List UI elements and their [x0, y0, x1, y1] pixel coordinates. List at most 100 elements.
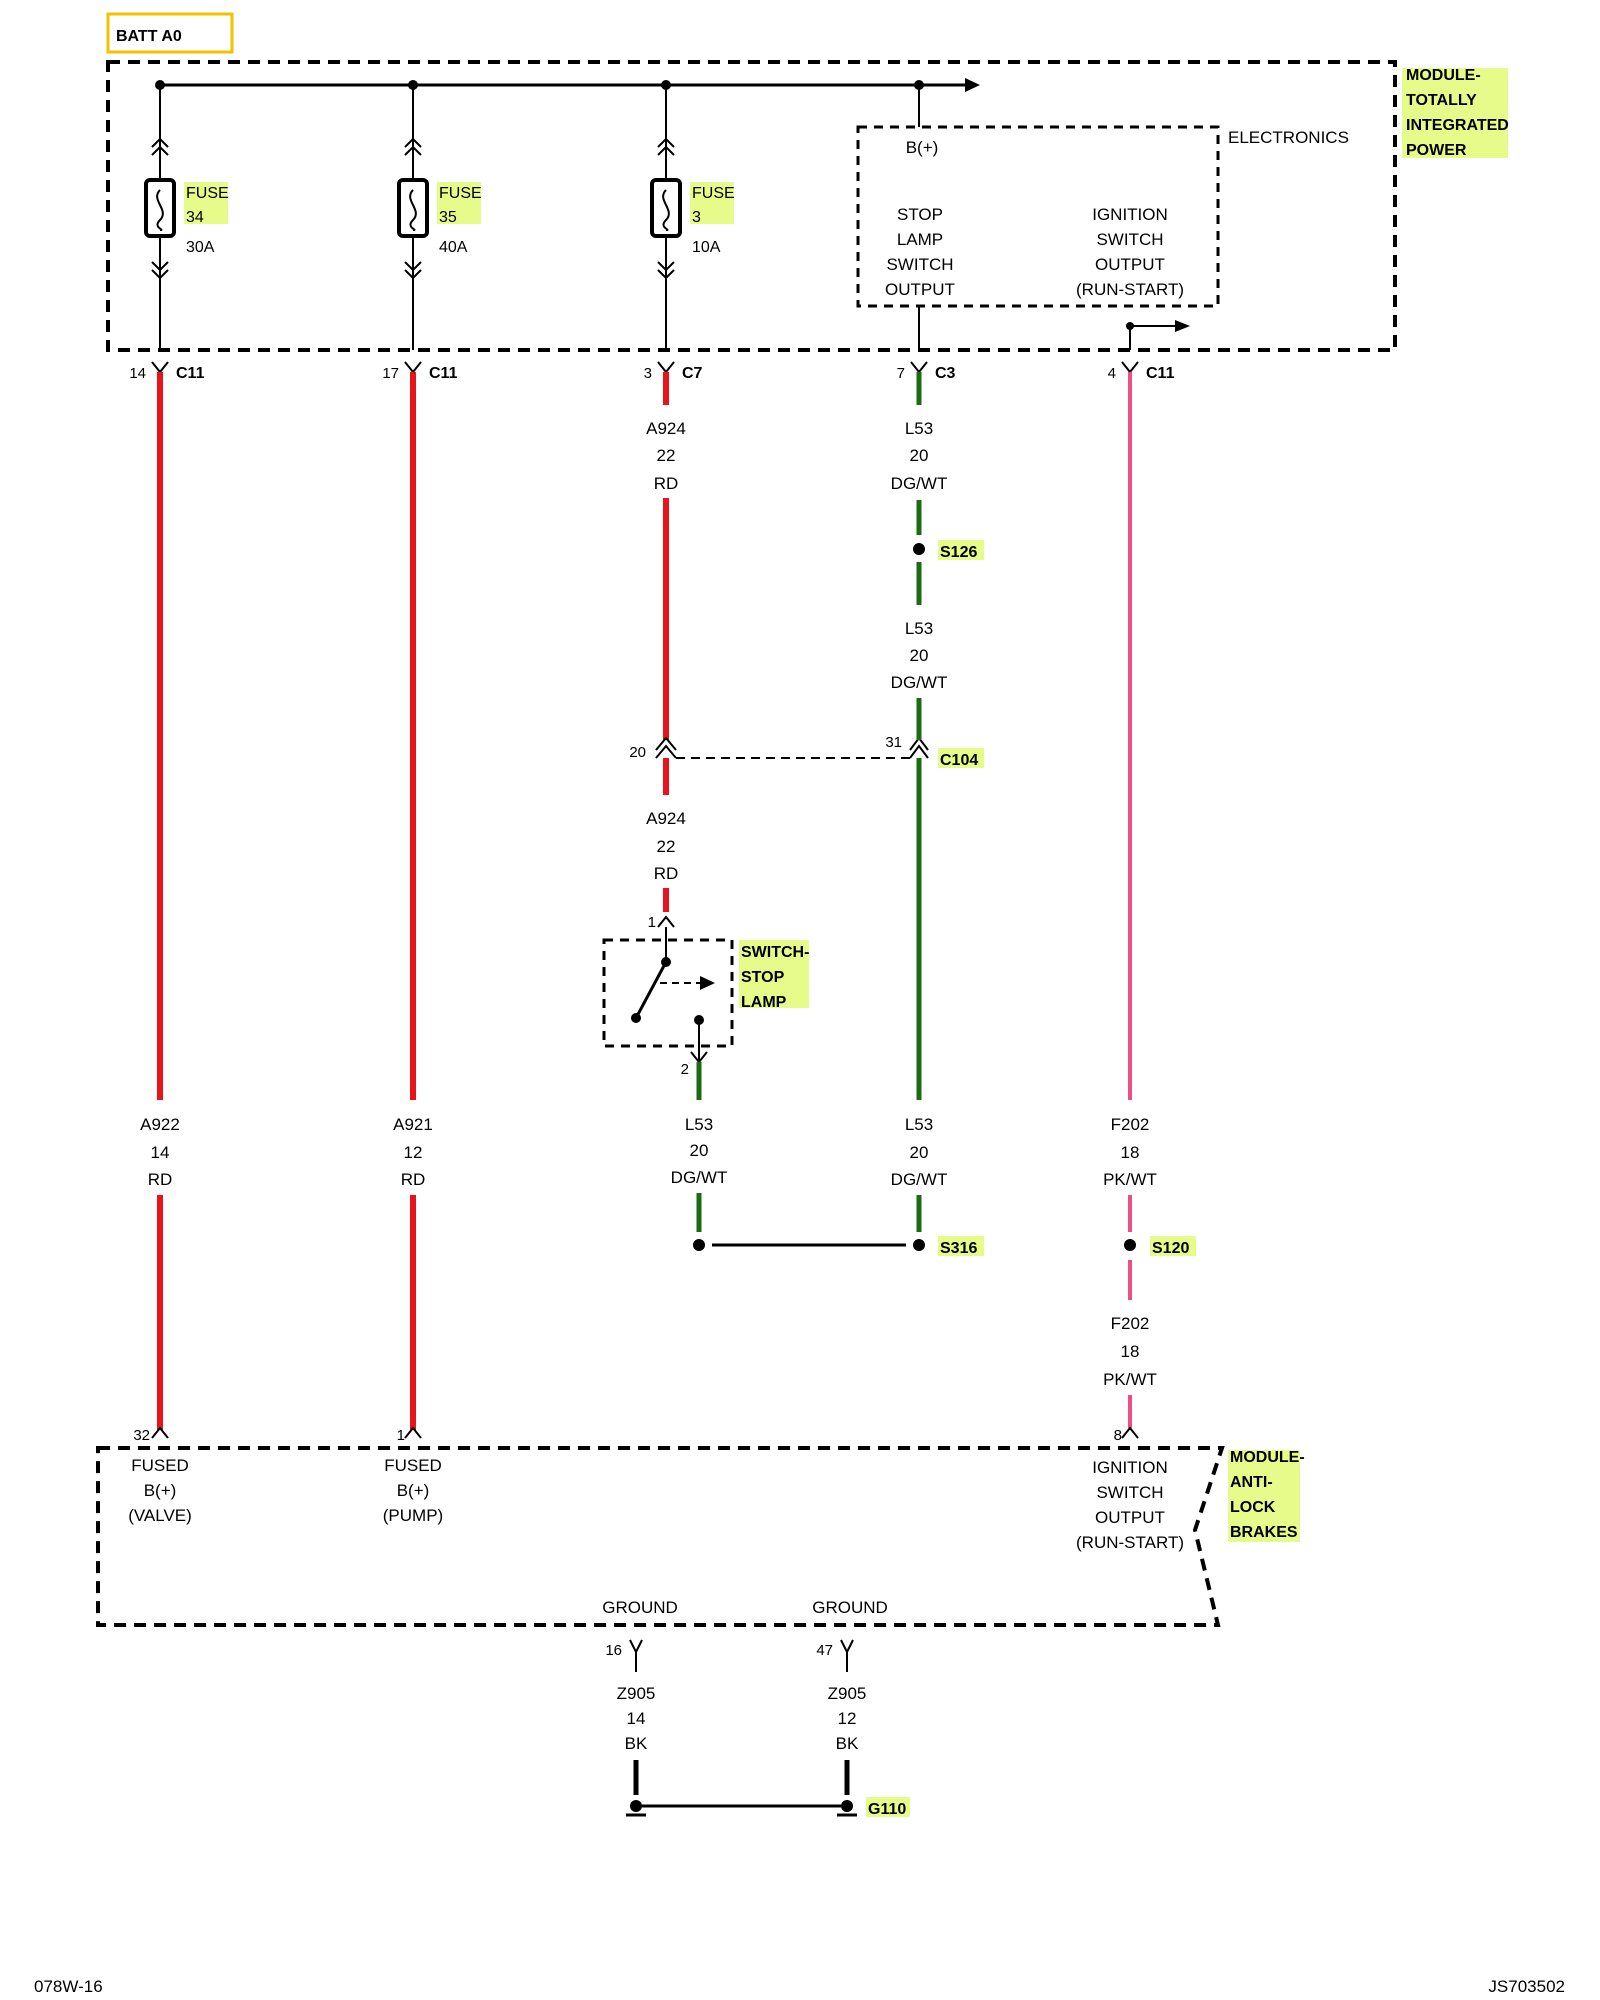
svg-text:LOCK: LOCK	[1230, 1499, 1276, 1516]
svg-text:B(+): B(+)	[397, 1481, 430, 1500]
splice-s316: S316	[712, 1236, 984, 1257]
svg-text:SWITCH: SWITCH	[1096, 1483, 1163, 1502]
svg-text:FUSE: FUSE	[692, 185, 735, 202]
svg-text:IGNITION: IGNITION	[1092, 205, 1168, 224]
wire-a924-upper-label: A924 22 RD	[646, 419, 686, 493]
svg-text:1: 1	[648, 914, 656, 931]
svg-text:ANTI-: ANTI-	[1230, 1474, 1273, 1491]
svg-text:F202: F202	[1111, 1314, 1150, 1333]
svg-text:STOP: STOP	[741, 969, 785, 986]
svg-text:Z905: Z905	[617, 1684, 656, 1703]
svg-text:(VALVE): (VALVE)	[128, 1506, 192, 1525]
tipm-title: MODULE- TOTALLY INTEGRATED POWER	[1402, 67, 1509, 159]
stop-lamp-switch: 1 2 SWITCH- STOP LAMP	[602, 914, 809, 1078]
svg-text:35: 35	[439, 209, 457, 226]
svg-text:C3: C3	[935, 365, 956, 382]
svg-text:L53: L53	[685, 1115, 713, 1134]
svg-text:20: 20	[629, 744, 646, 761]
svg-text:12: 12	[838, 1709, 857, 1728]
abs-pump-label: FUSED B(+) (PUMP)	[383, 1456, 443, 1525]
ignition-output-label: IGNITION SWITCH OUTPUT (RUN-START)	[1076, 205, 1184, 299]
svg-text:MODULE-: MODULE-	[1406, 67, 1481, 84]
svg-text:S120: S120	[1152, 1240, 1189, 1257]
svg-text:RD: RD	[401, 1170, 426, 1189]
svg-text:L53: L53	[905, 419, 933, 438]
svg-text:L53: L53	[905, 619, 933, 638]
svg-text:INTEGRATED: INTEGRATED	[1406, 117, 1509, 134]
svg-text:A924: A924	[646, 809, 686, 828]
svg-text:14: 14	[627, 1709, 646, 1728]
svg-text:POWER: POWER	[1406, 142, 1467, 159]
svg-text:7: 7	[897, 365, 905, 382]
svg-text:C7: C7	[682, 365, 703, 382]
svg-text:FUSE: FUSE	[186, 185, 229, 202]
svg-text:BRAKES: BRAKES	[1230, 1524, 1298, 1541]
wire-l53-switch-label: L53 20 DG/WT	[671, 1115, 728, 1187]
wire-l53-upper-label: L53 20 DG/WT	[891, 419, 948, 493]
svg-text:G110: G110	[868, 1801, 906, 1818]
svg-text:BK: BK	[625, 1734, 648, 1753]
svg-text:F202: F202	[1111, 1115, 1150, 1134]
svg-text:(PUMP): (PUMP)	[383, 1506, 443, 1525]
svg-text:1: 1	[397, 1427, 405, 1444]
svg-text:LAMP: LAMP	[741, 994, 787, 1011]
ground-g110: G110	[626, 1797, 910, 1818]
fuse-3: FUSE 3 10A	[650, 85, 735, 350]
bus-arrow	[965, 78, 980, 92]
svg-text:A924: A924	[646, 419, 686, 438]
svg-text:20: 20	[910, 446, 929, 465]
svg-text:DG/WT: DG/WT	[891, 673, 948, 692]
svg-text:OUTPUT: OUTPUT	[1095, 1508, 1165, 1527]
svg-text:14: 14	[129, 365, 146, 382]
svg-text:3: 3	[692, 209, 701, 226]
svg-text:(RUN-START): (RUN-START)	[1076, 280, 1184, 299]
svg-text:IGNITION: IGNITION	[1092, 1458, 1168, 1477]
svg-text:20: 20	[910, 646, 929, 665]
wire-a924-lower-label: A924 22 RD	[646, 809, 686, 883]
svg-text:18: 18	[1121, 1342, 1140, 1361]
svg-text:20: 20	[690, 1141, 709, 1160]
svg-text:18: 18	[1121, 1143, 1140, 1162]
splice-s120: S120	[1124, 1236, 1196, 1257]
ground-pins: 16 47	[605, 1639, 854, 1672]
svg-text:LAMP: LAMP	[897, 230, 943, 249]
svg-text:10A: 10A	[692, 239, 721, 256]
wire-l53-mid-label: L53 20 DG/WT	[891, 619, 948, 692]
svg-text:C11: C11	[176, 365, 205, 382]
tipm-module-box	[106, 60, 1397, 352]
svg-text:PK/WT: PK/WT	[1103, 1170, 1157, 1189]
svg-text:32: 32	[133, 1427, 150, 1444]
svg-text:L53: L53	[905, 1115, 933, 1134]
abs-title: MODULE- ANTI- LOCK BRAKES	[1228, 1449, 1305, 1542]
stop-lamp-output-label: STOP LAMP SWITCH OUTPUT	[885, 205, 955, 299]
svg-text:FUSED: FUSED	[384, 1456, 442, 1475]
svg-text:TOTALLY: TOTALLY	[1406, 92, 1477, 109]
fuse-35: FUSE 35 40A	[397, 85, 482, 350]
svg-text:C11: C11	[429, 365, 458, 382]
svg-text:SWITCH: SWITCH	[886, 255, 953, 274]
abs-ground-label-1: GROUND	[602, 1598, 678, 1617]
abs-valve-label: FUSED B(+) (VALVE)	[128, 1456, 192, 1525]
svg-text:RD: RD	[654, 474, 679, 493]
svg-text:B(+): B(+)	[144, 1481, 177, 1500]
bplus-label: B(+)	[906, 138, 939, 157]
svg-text:8: 8	[1114, 1427, 1122, 1444]
svg-text:4: 4	[1108, 365, 1116, 382]
svg-text:30A: 30A	[186, 239, 215, 256]
wire-f202-lower-label: F202 18 PK/WT	[1103, 1314, 1157, 1389]
svg-text:22: 22	[657, 446, 676, 465]
svg-text:A921: A921	[393, 1115, 433, 1134]
svg-text:(RUN-START): (RUN-START)	[1076, 1533, 1184, 1552]
svg-text:DG/WT: DG/WT	[891, 474, 948, 493]
svg-text:17: 17	[382, 365, 399, 382]
svg-text:DG/WT: DG/WT	[891, 1170, 948, 1189]
abs-pins: 32 1 8	[133, 1426, 1139, 1444]
svg-text:FUSE: FUSE	[439, 185, 482, 202]
svg-text:FUSED: FUSED	[131, 1456, 189, 1475]
svg-text:RD: RD	[148, 1170, 173, 1189]
svg-text:16: 16	[605, 1642, 622, 1659]
svg-text:C11: C11	[1146, 365, 1175, 382]
abs-ignition-label: IGNITION SWITCH OUTPUT (RUN-START)	[1076, 1458, 1184, 1552]
wire-a922-label: A922 14 RD	[140, 1115, 180, 1189]
